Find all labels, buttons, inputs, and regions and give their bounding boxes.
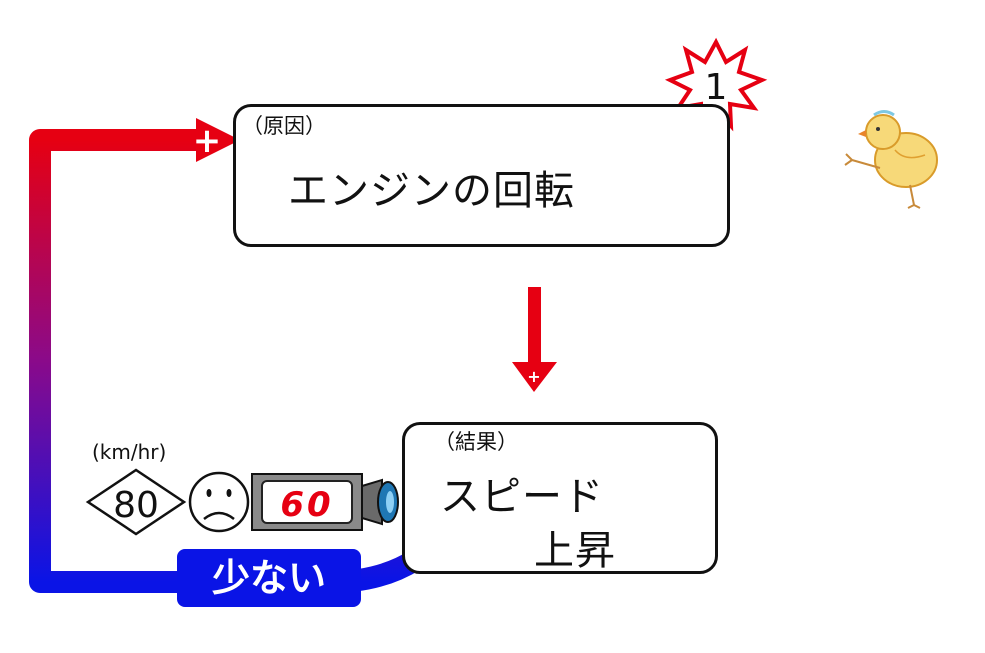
cause-label: エンジンの回転 xyxy=(288,168,575,214)
cause-tag: （原因） xyxy=(242,114,326,138)
causal-arrow-shaft xyxy=(528,287,541,367)
loop-badge-number: 1 xyxy=(705,67,728,108)
result-box xyxy=(402,422,718,574)
feedback-arrowhead xyxy=(196,118,240,162)
speed-gun-icon xyxy=(251,473,399,531)
result-tag: （結果） xyxy=(434,430,518,454)
result-label-line1: スピード xyxy=(440,474,604,520)
causal-arrowhead xyxy=(512,362,557,392)
speed-unit-label: (km/hr) xyxy=(92,440,167,464)
cause-box xyxy=(233,104,730,247)
sad-face-icon xyxy=(188,471,250,533)
chick-illustration xyxy=(844,110,938,209)
speed-limit-value: 80 xyxy=(113,485,159,526)
measured-speed-value: 60 xyxy=(280,485,333,525)
causal-plus-sign: + xyxy=(527,367,540,386)
speed-limit-sign xyxy=(85,468,187,536)
result-label-line2: 上昇 xyxy=(534,528,616,574)
gap-label: 少ない xyxy=(177,549,361,607)
feedback-plus-sign: + xyxy=(193,121,222,161)
